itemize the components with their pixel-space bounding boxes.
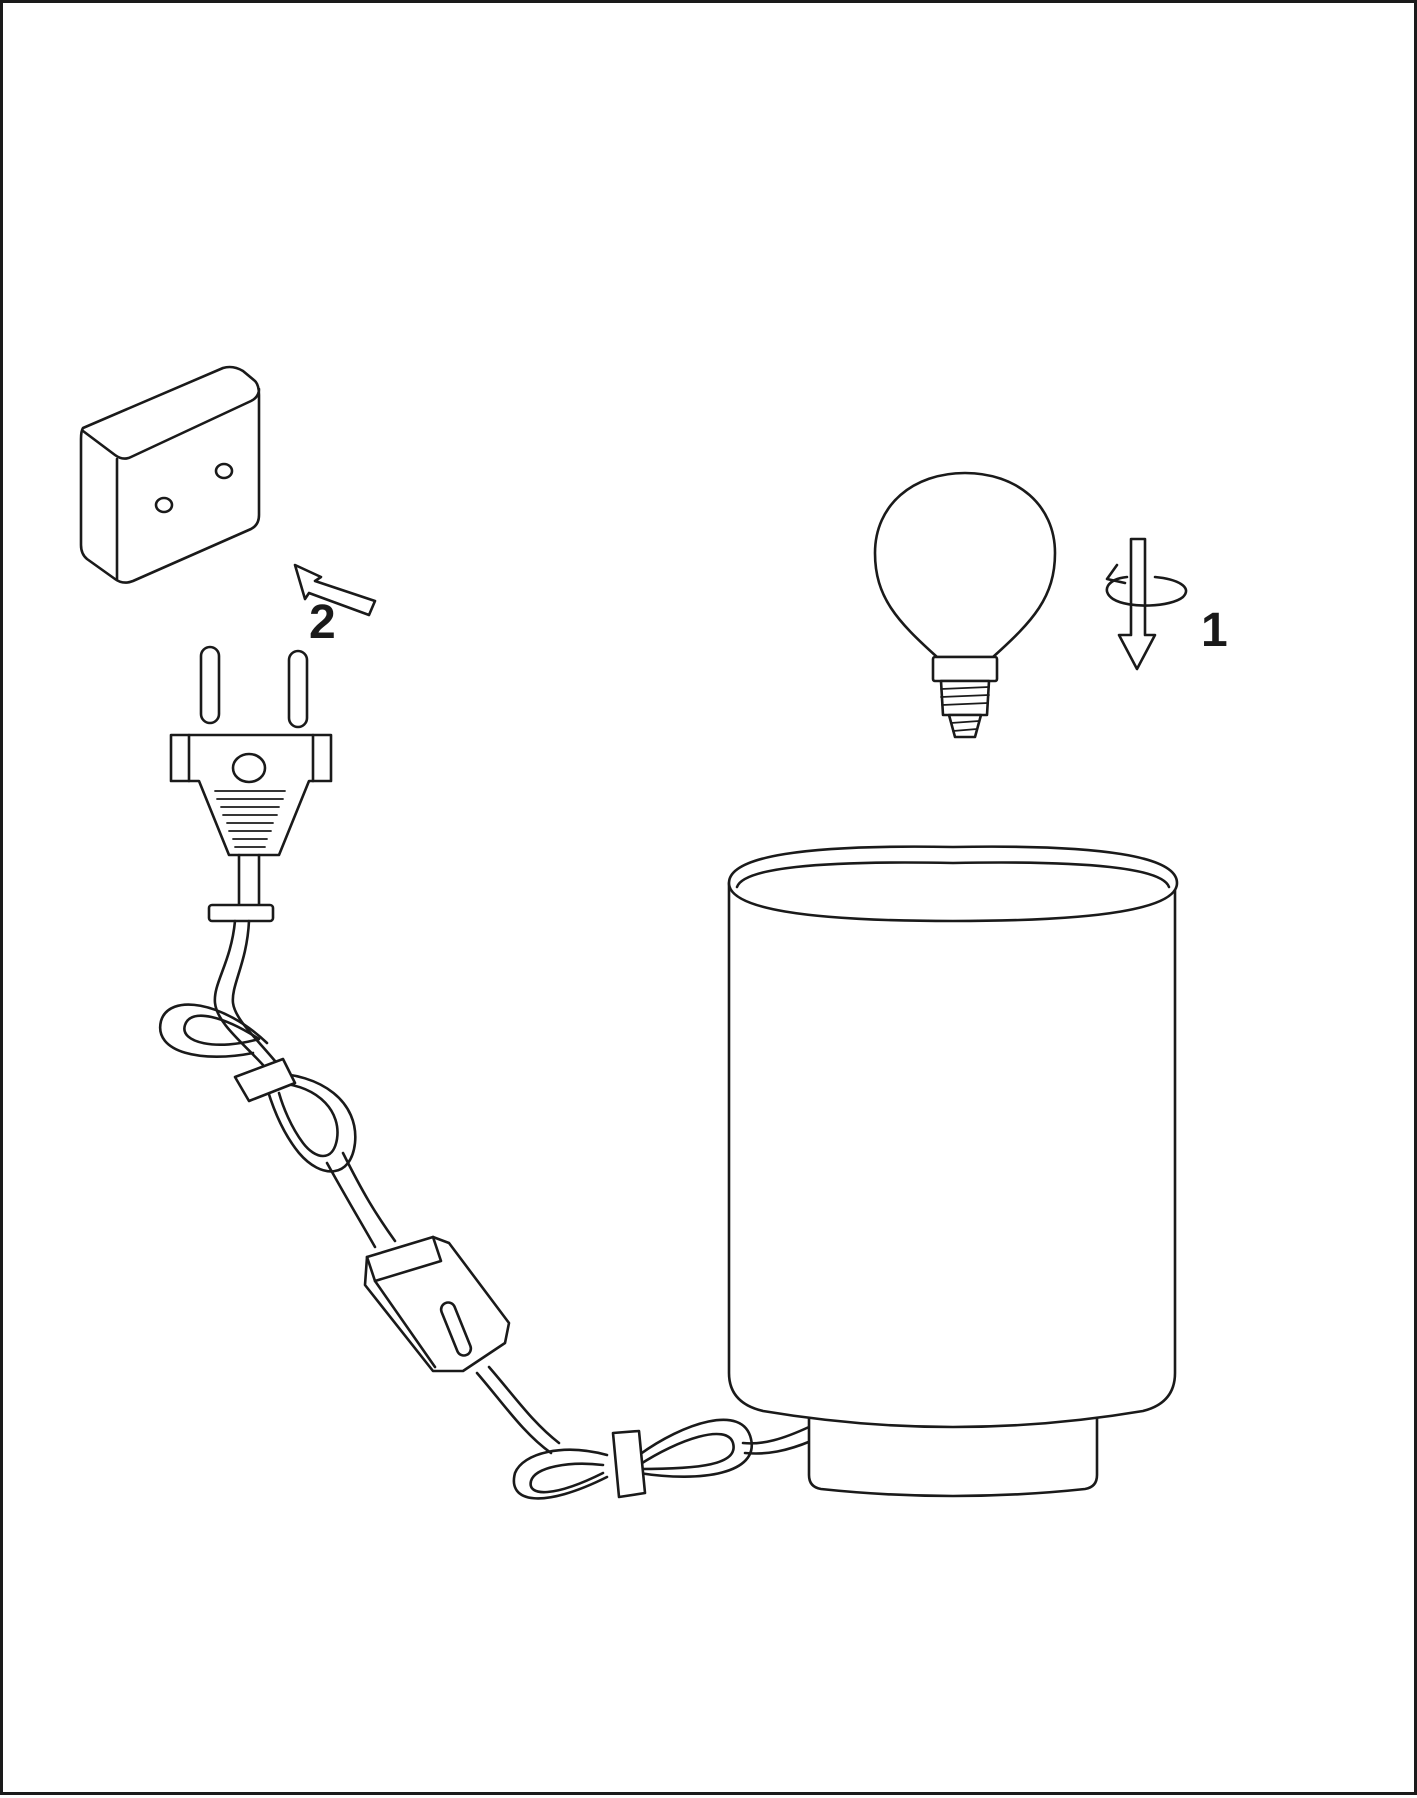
step-label-2: 2 — [309, 596, 336, 649]
plug-in-arrow-icon — [293, 563, 377, 617]
step-label-1: 1 — [1201, 604, 1228, 657]
assembly-illustration — [79, 365, 1188, 1500]
power-cord — [158, 919, 397, 1249]
wall-socket-icon — [79, 365, 261, 584]
screw-in-arrow-icon — [1105, 537, 1188, 671]
power-plug-icon — [169, 645, 333, 923]
inline-switch-icon — [363, 1235, 511, 1373]
light-bulb-icon — [873, 471, 1057, 739]
lamp-shade-icon — [727, 845, 1179, 1498]
power-cord-lower — [475, 1365, 813, 1500]
